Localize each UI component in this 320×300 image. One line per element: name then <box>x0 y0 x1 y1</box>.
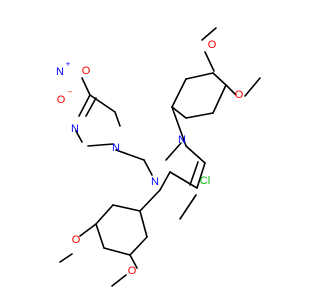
bond <box>95 204 114 225</box>
bond <box>143 159 153 176</box>
bond <box>111 274 127 287</box>
bond <box>129 254 138 269</box>
bond <box>81 77 91 96</box>
bond <box>89 94 116 113</box>
nitro-nitrogen-atom-label: N <box>56 66 64 78</box>
bond <box>225 84 237 96</box>
pyrazole-nitrogen-atom-label: N <box>112 142 120 154</box>
bond <box>169 171 198 189</box>
nitro-minus-charge: − <box>68 88 73 97</box>
bond <box>171 106 187 119</box>
bond <box>103 247 131 256</box>
bond <box>171 106 187 147</box>
bond <box>196 162 206 189</box>
molecule-structure-diagram: O O O N + O − N N N N Cl O O <box>56 27 261 287</box>
oxygen-atom-label: O <box>235 89 244 101</box>
bond <box>204 51 215 72</box>
bond <box>112 204 141 212</box>
bond <box>139 189 161 212</box>
bond <box>87 143 114 147</box>
bond <box>171 78 187 108</box>
nitro-oxygen-atom-label: O <box>82 65 91 77</box>
bond <box>75 130 83 143</box>
bond <box>139 210 148 238</box>
bond <box>78 94 91 117</box>
bond <box>159 171 171 191</box>
pyrazole-nitrogen-atom-label: N <box>151 176 159 188</box>
bond <box>85 97 97 117</box>
bond <box>189 161 199 186</box>
bond <box>95 223 105 249</box>
bond <box>185 145 206 164</box>
oxygen-atom-label: O <box>128 265 137 277</box>
bond <box>59 253 73 263</box>
oxygen-atom-label: O <box>72 234 81 246</box>
bond <box>165 142 182 161</box>
nitro-oxygen-atom-label: O <box>57 94 66 106</box>
oxygen-atom-label: O <box>208 39 217 51</box>
bond <box>79 223 97 237</box>
bond <box>114 111 121 127</box>
pyrazole-nitrogen-atom-label: N <box>71 123 79 135</box>
atom-labels: O O O N + O − N N N N Cl O O <box>56 39 244 277</box>
bond <box>244 77 261 97</box>
chlorine-atom-label: Cl <box>200 175 210 187</box>
bond <box>201 27 217 41</box>
bond <box>179 194 197 220</box>
nitro-plus-charge: + <box>66 60 71 69</box>
bonds <box>59 27 261 287</box>
bond <box>185 112 214 119</box>
bond <box>115 149 145 161</box>
bond <box>185 72 214 80</box>
bond <box>212 84 227 114</box>
bond <box>212 72 227 86</box>
bond <box>129 236 148 256</box>
pyrazole-nitrogen-atom-label: N <box>178 134 186 146</box>
